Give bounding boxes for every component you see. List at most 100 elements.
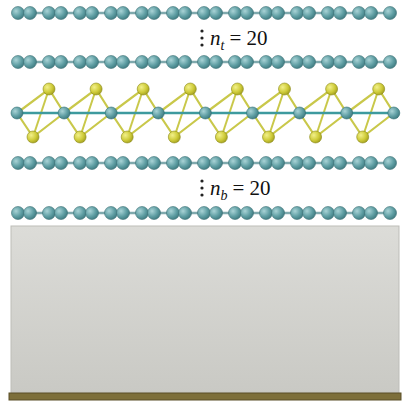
carbon-atom	[322, 7, 335, 20]
chalcogen-atom	[215, 131, 227, 143]
carbon-atom	[260, 7, 273, 20]
carbon-atom	[167, 56, 180, 69]
carbon-atom	[43, 7, 56, 20]
chalcogen-atom	[90, 83, 102, 95]
carbon-atom	[74, 157, 87, 170]
carbon-atom	[136, 157, 149, 170]
carbon-atom	[272, 207, 285, 220]
carbon-atom	[117, 56, 130, 69]
carbon-atom	[260, 56, 273, 69]
ellipsis-dots	[200, 29, 203, 196]
carbon-atom	[86, 7, 99, 20]
value: = 20	[233, 176, 271, 200]
chalcogen-atom	[168, 131, 180, 143]
chalcogen-atom	[326, 83, 338, 95]
carbon-atom	[24, 207, 37, 220]
metal-atom	[58, 107, 70, 119]
carbon-atom	[12, 157, 25, 170]
carbon-atom	[353, 56, 366, 69]
carbon-atom	[136, 207, 149, 220]
carbon-atom	[272, 7, 285, 20]
carbon-atom	[241, 56, 254, 69]
carbon-atom	[384, 207, 397, 220]
substrate	[11, 226, 399, 394]
carbon-atom	[303, 56, 316, 69]
carbon-atom	[229, 56, 242, 69]
chalcogen-atom	[357, 131, 369, 143]
carbon-atom	[229, 207, 242, 220]
carbon-atom	[241, 207, 254, 220]
bond-line	[158, 89, 205, 113]
carbon-atom	[148, 157, 161, 170]
carbon-atom	[179, 207, 192, 220]
chalcogen-atom	[310, 131, 322, 143]
carbon-atom	[86, 207, 99, 220]
bond-line	[300, 89, 347, 113]
carbon-atom	[117, 7, 130, 20]
chalcogen-atom	[137, 83, 149, 95]
carbon-atom	[334, 207, 347, 220]
chalcogen-atom	[373, 83, 385, 95]
chalcogen-atom	[231, 83, 243, 95]
carbon-atom	[24, 56, 37, 69]
carbon-atom	[229, 7, 242, 20]
metal-atom	[152, 107, 164, 119]
carbon-atom	[136, 7, 149, 20]
carbon-atom	[179, 157, 192, 170]
subscript: b	[221, 188, 228, 203]
metal-atom	[11, 107, 23, 119]
carbon-atom	[12, 207, 25, 220]
carbon-atom	[291, 7, 304, 20]
carbon-atom	[210, 7, 223, 20]
carbon-atom	[322, 56, 335, 69]
bond-line	[64, 89, 111, 113]
carbon-atom	[272, 157, 285, 170]
carbon-atom	[55, 7, 68, 20]
layer-count-label: nb= 20	[210, 178, 271, 199]
carbon-atom	[12, 7, 25, 20]
carbon-atom	[117, 157, 130, 170]
bond-line	[205, 89, 252, 113]
metal-atom	[105, 107, 117, 119]
carbon-atom	[322, 157, 335, 170]
carbon-atom	[198, 207, 211, 220]
carbon-atom	[303, 7, 316, 20]
carbon-atom	[241, 7, 254, 20]
carbon-atom	[334, 56, 347, 69]
carbon-atom	[210, 56, 223, 69]
metal-atom	[199, 107, 211, 119]
chalcogen-atom	[27, 131, 39, 143]
carbon-atom	[291, 157, 304, 170]
carbon-atom	[43, 157, 56, 170]
carbon-atom	[105, 7, 118, 20]
carbon-atom	[167, 157, 180, 170]
chalcogen-atom	[121, 131, 133, 143]
carbon-atom	[384, 157, 397, 170]
carbon-atom	[198, 157, 211, 170]
symbol: n	[210, 176, 221, 200]
carbon-atom	[260, 157, 273, 170]
bond-line	[347, 89, 394, 113]
carbon-atom	[55, 56, 68, 69]
carbon-atom	[353, 7, 366, 20]
carbon-atom	[365, 56, 378, 69]
carbon-atom	[105, 157, 118, 170]
carbon-atom	[291, 207, 304, 220]
value: = 20	[229, 26, 267, 50]
carbon-atom	[86, 56, 99, 69]
carbon-atom	[365, 207, 378, 220]
metal-atom	[341, 107, 353, 119]
carbon-atom	[12, 56, 25, 69]
carbon-atom	[74, 7, 87, 20]
carbon-atom	[136, 56, 149, 69]
carbon-atom	[365, 7, 378, 20]
carbon-atom	[179, 56, 192, 69]
carbon-atom	[24, 7, 37, 20]
carbon-atom	[303, 157, 316, 170]
carbon-atom	[353, 207, 366, 220]
carbon-atom	[43, 207, 56, 220]
carbon-atom	[229, 157, 242, 170]
carbon-atom	[353, 157, 366, 170]
carbon-atom	[148, 207, 161, 220]
